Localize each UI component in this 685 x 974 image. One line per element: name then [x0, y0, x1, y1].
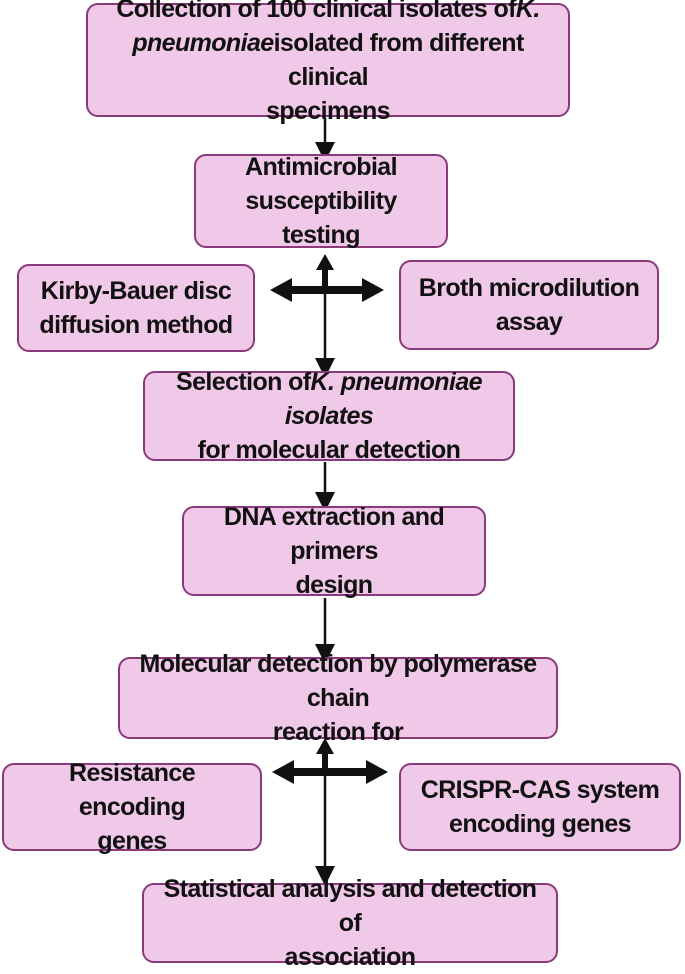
collection-line2: isolated from different clinical [273, 29, 525, 91]
selection-line1-italic: K. pneumoniae isolates [284, 368, 483, 430]
step-pcr: Molecular detection by polymerase chain … [118, 650, 558, 746]
step-statistical-analysis: Statistical analysis and detection of as… [142, 875, 558, 971]
broth-line2: assay [495, 308, 563, 336]
double-arrow-right-head [362, 278, 384, 302]
collection-line1: Collection of 100 clinical isolates of [116, 0, 516, 23]
kirby-line2: diffusion method [39, 311, 233, 339]
dna-line2: design [295, 571, 374, 599]
step-selection: Selection ofK. pneumoniae isolates for m… [143, 368, 515, 464]
double-arrow-left-head [270, 278, 292, 302]
step-kirby-bauer: Kirby-Bauer disc diffusion method [17, 264, 255, 352]
step-ast: Antimicrobial susceptibility testing [194, 153, 448, 249]
selection-line2: for molecular detection [197, 436, 461, 464]
dna-line1: DNA extraction and primers [223, 503, 445, 565]
step-crispr-cas: CRISPR-CAS system encoding genes [399, 763, 681, 851]
resistance-line2: genes [97, 827, 167, 855]
crispr-line2: encoding genes [449, 810, 632, 838]
double-arrow-shaft-top [286, 286, 368, 294]
pcr-line1: Molecular detection by polymerase chain [139, 650, 538, 712]
arrow-up-into-pcr [316, 738, 334, 754]
crispr-line1: CRISPR-CAS system [420, 776, 660, 804]
double-arrow-right-head-bottom [366, 760, 388, 784]
arrow-up-stem-ast [322, 268, 328, 290]
double-arrow-shaft-bottom [290, 768, 372, 776]
stats-line1: Statistical analysis and detection of [163, 875, 537, 937]
arrow-up-stem-pcr [322, 752, 328, 772]
ast-line2: susceptibility testing [245, 187, 397, 249]
step-collection: Collection of 100 clinical isolates ofK.… [86, 0, 570, 125]
ast-line1: Antimicrobial [245, 153, 398, 181]
resistance-line1: Resistance encoding [68, 759, 196, 821]
step-resistance-genes: Resistance encoding genes [2, 759, 262, 855]
collection-line1-italic: K. [515, 0, 540, 23]
kirby-line1: Kirby-Bauer disc [40, 277, 232, 305]
step-dna-extraction: DNA extraction and primers design [182, 503, 486, 599]
selection-line1: Selection of [176, 368, 311, 396]
collection-line3: specimens [266, 97, 390, 125]
broth-line1: Broth microdilution [418, 274, 640, 302]
pcr-line2: reaction for [272, 718, 404, 746]
stats-line2: association [284, 943, 417, 971]
step-broth-microdilution: Broth microdilution assay [399, 260, 659, 350]
arrow-up-into-ast [316, 254, 334, 270]
collection-line2-italic: pneumoniae [132, 29, 274, 57]
double-arrow-left-head-bottom [272, 760, 294, 784]
